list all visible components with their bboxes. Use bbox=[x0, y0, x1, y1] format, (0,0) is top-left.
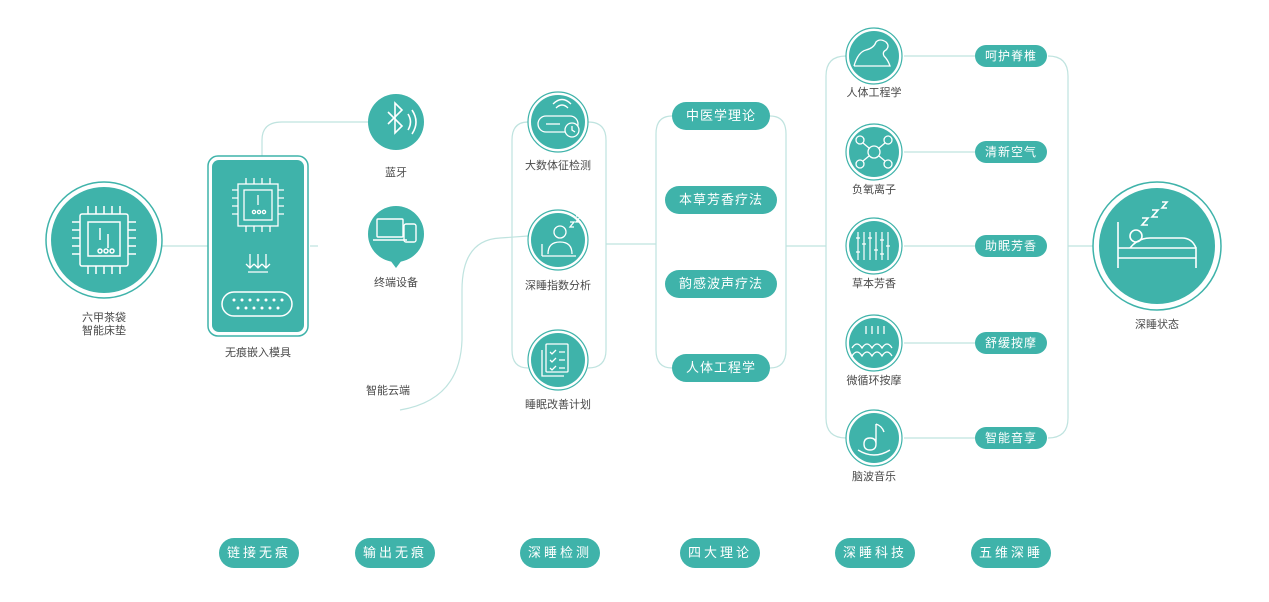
ergonomic-label: 人体工程学 bbox=[846, 87, 902, 99]
herbal-label: 草本芳香 bbox=[852, 278, 896, 290]
result-pill-2[interactable]: 清新空气 bbox=[975, 141, 1047, 163]
result-pill-5[interactable]: 智能音享 bbox=[975, 427, 1047, 449]
bluetooth-label: 蓝牙 bbox=[385, 167, 407, 179]
result-pill-1[interactable]: 呵护脊椎 bbox=[975, 45, 1047, 67]
tab-five-dimension[interactable]: 五维深睡 bbox=[971, 538, 1051, 568]
chip-icon bbox=[72, 206, 136, 274]
tab-sleep-technology[interactable]: 深睡科技 bbox=[835, 538, 915, 568]
smart-mattress-label-1: 六甲茶袋 bbox=[82, 312, 126, 324]
plan-icon bbox=[541, 343, 569, 377]
herb-icon bbox=[856, 232, 890, 260]
bluetooth-icon bbox=[387, 101, 417, 135]
tab-four-theories[interactable]: 四大理论 bbox=[680, 538, 760, 568]
terminal-devices-label: 终端设备 bbox=[374, 277, 418, 289]
theory-pill-1[interactable]: 中医学理论 bbox=[672, 102, 770, 130]
smart-cloud-label: 智能云端 bbox=[366, 385, 410, 397]
smart-mattress-label-2: 智能床垫 bbox=[82, 325, 126, 337]
negative-ion-label: 负氧离子 bbox=[852, 184, 896, 196]
massage-label: 微循环按摩 bbox=[846, 375, 902, 387]
massage-node[interactable] bbox=[845, 314, 903, 372]
massage-icon bbox=[851, 326, 893, 358]
arrows-down-icon bbox=[245, 254, 271, 273]
terminal-devices-node[interactable] bbox=[368, 206, 424, 268]
ergonomic-node[interactable] bbox=[845, 27, 903, 85]
theory-pill-3[interactable]: 韵感波声疗法 bbox=[665, 270, 777, 298]
ion-icon bbox=[855, 135, 893, 169]
connector-lines bbox=[150, 55, 1094, 439]
sensor-icon bbox=[537, 98, 580, 138]
sleep-analysis-node[interactable] bbox=[527, 209, 589, 271]
embedded-mold-label: 无痕嵌入模具 bbox=[225, 347, 291, 359]
negative-ion-node[interactable] bbox=[845, 123, 903, 181]
theory-pill-2[interactable]: 本草芳香疗法 bbox=[665, 186, 777, 214]
sleep-analysis-icon bbox=[541, 215, 583, 257]
devices-icon bbox=[373, 218, 417, 243]
sleeping-bed-icon bbox=[1117, 201, 1197, 268]
sensor-detection-label: 大数体征检测 bbox=[525, 160, 591, 172]
ergonomic-icon bbox=[853, 39, 891, 67]
bluetooth-node[interactable] bbox=[368, 94, 424, 150]
result-pill-3[interactable]: 助眠芳香 bbox=[975, 235, 1047, 257]
tab-sleep-detection[interactable]: 深睡检测 bbox=[520, 538, 600, 568]
improvement-plan-node[interactable] bbox=[527, 329, 589, 391]
improvement-plan-label: 睡眠改善计划 bbox=[525, 399, 591, 411]
sleep-analysis-label: 深睡指数分析 bbox=[525, 280, 591, 292]
theory-pill-4[interactable]: 人体工程学 bbox=[672, 354, 770, 382]
brainwave-music-label: 脑波音乐 bbox=[852, 471, 896, 483]
herbal-node[interactable] bbox=[845, 217, 903, 275]
tab-seamless-output[interactable]: 输出无痕 bbox=[355, 538, 435, 568]
music-icon bbox=[857, 423, 891, 456]
embedded-mold-device[interactable] bbox=[207, 155, 309, 337]
chip-icon bbox=[232, 178, 284, 232]
tab-seamless-link[interactable]: 链接无痕 bbox=[219, 538, 299, 568]
deep-sleep-node[interactable] bbox=[1092, 181, 1222, 311]
mattress-pad-icon bbox=[221, 291, 293, 317]
result-pill-4[interactable]: 舒缓按摩 bbox=[975, 332, 1047, 354]
smart-mattress-node[interactable] bbox=[45, 181, 163, 299]
sensor-detection-node[interactable] bbox=[527, 91, 589, 153]
brainwave-music-node[interactable] bbox=[845, 409, 903, 467]
deep-sleep-label: 深睡状态 bbox=[1135, 319, 1179, 331]
